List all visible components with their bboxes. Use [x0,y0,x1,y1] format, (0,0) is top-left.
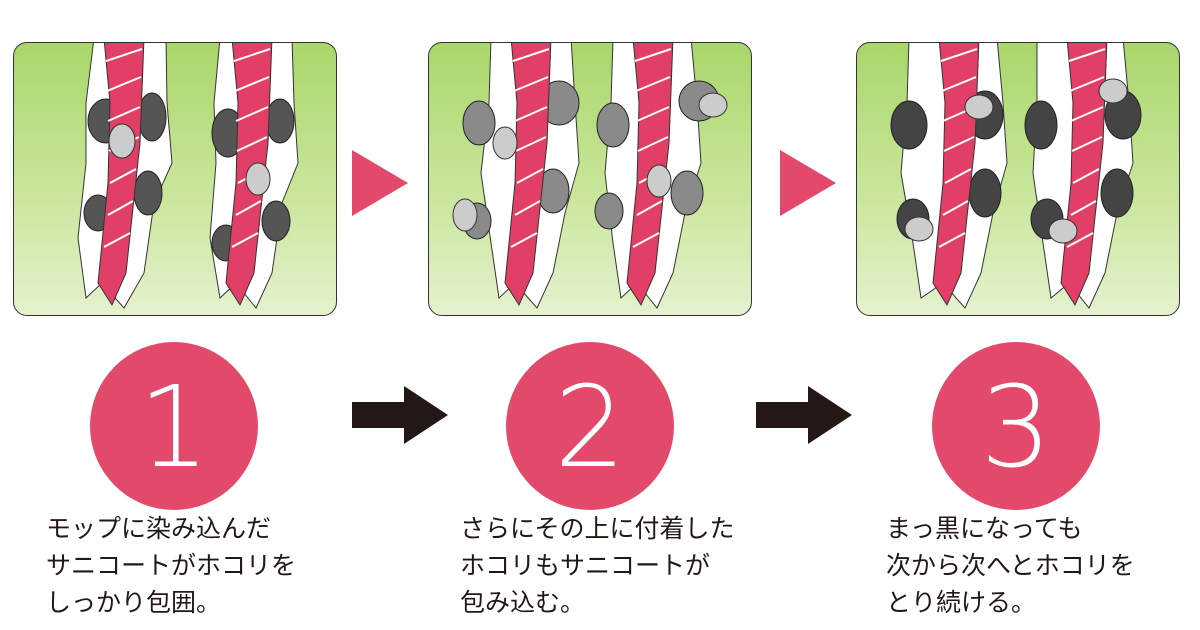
right-arrow-icon [352,386,448,444]
step-2-illustration [428,42,752,316]
mop-strands-image [890,43,1142,309]
mop-strands-image [452,43,728,309]
step-2-caption: さらにその上に付着した ホコリもサニコートが 包み込む。 [460,514,735,617]
step-3-number-badge: 3 [932,342,1100,510]
step-1-number-badge: 1 [90,342,258,510]
step-2-number-badge: 2 [506,342,674,510]
step-1-number: 1 [138,363,210,493]
right-arrow-icon [756,386,852,444]
step-3-illustration [856,42,1180,316]
next-triangle-icon [352,150,408,216]
step-3-caption: まっ黒になっても 次から次へとホコリを とり続ける。 [886,514,1135,617]
step-3-number: 3 [980,363,1052,493]
mop-strands-image [77,43,299,309]
step-1-caption: モップに染み込んだ サニコートがホコリを しっかり包囲。 [46,514,297,617]
step-2-number: 2 [554,363,626,493]
step-1-illustration [13,42,337,316]
next-triangle-icon [780,150,836,216]
